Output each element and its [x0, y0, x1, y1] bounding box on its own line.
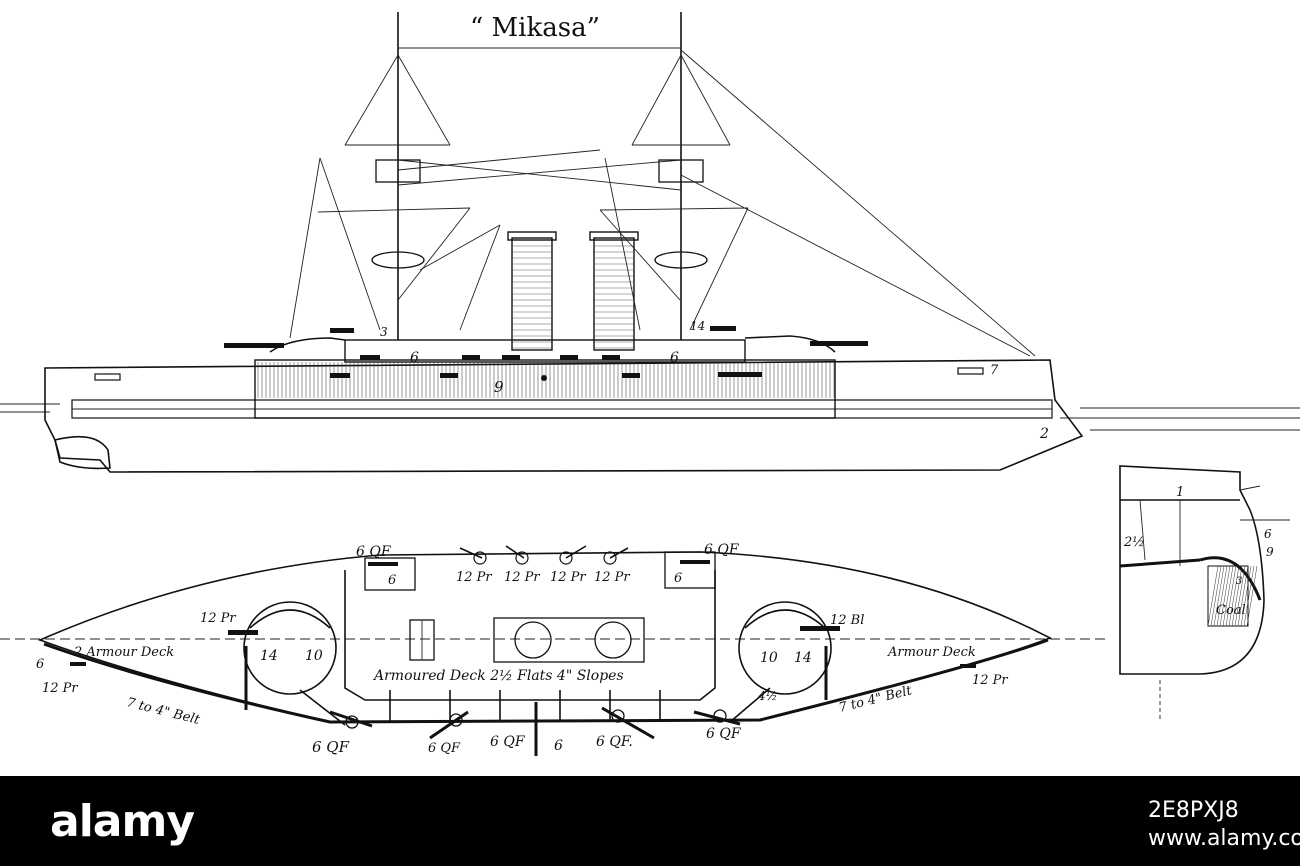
hatch-line: [1219, 565, 1231, 627]
label-armoured-deck: Armoured Deck 2½ Flats 4" Slopes: [372, 668, 624, 684]
elev-label-3: 3: [380, 325, 388, 339]
hatch-line: [1210, 565, 1222, 627]
aft-main-gun: [810, 341, 868, 346]
citadel-hatching: [257, 362, 835, 398]
label-4-half: 4½: [757, 689, 777, 703]
label-6qf-bottom-3: 6 QF: [490, 734, 526, 750]
section-outline: [1119, 465, 1265, 675]
plan-12pr-guns: [368, 545, 710, 566]
alamy-logo: alamy: [50, 796, 195, 847]
ship-plan-drawing: “ Mikasa”: [0, 12, 1300, 756]
forward-barbette: [269, 337, 346, 353]
label-armour-deck-right: Armour Deck: [887, 645, 976, 660]
elev-label-2: 2: [1039, 426, 1049, 442]
coal-bunker: [1207, 565, 1249, 627]
hatch-line: [1225, 565, 1237, 627]
hatch-line: [1231, 565, 1243, 627]
elev-label-6-fwd: 6: [410, 350, 419, 366]
label-12pr-a: 12 Pr: [456, 570, 492, 585]
plan-view: 6 QF 6 QF 6 6 12 Pr 12 Pr 12 Pr 12 Pr 12…: [0, 542, 1110, 756]
label-belt-left: 7 to 4" Belt: [125, 695, 202, 728]
label-6qf-bottom-1: 6 QF: [312, 738, 350, 756]
label-12pr-stern: 12 Pr: [972, 673, 1008, 688]
section-label-3: 3: [1236, 576, 1242, 587]
hatch-line: [1216, 565, 1228, 627]
hatch-line: [1228, 565, 1240, 627]
section-label-1: 1: [1176, 485, 1184, 500]
superstructure: [344, 339, 746, 363]
stock-footer-bar: alamy 2E8PXJ8 www.alamy.com: [0, 776, 1300, 866]
label-armour-deck-left: 2 Armour Deck: [73, 645, 174, 660]
label-12pr-b: 12 Pr: [504, 570, 540, 585]
section-label-9: 9: [1266, 545, 1274, 559]
aft-barbette-plan: [738, 601, 832, 695]
hatch-line: [1207, 565, 1219, 627]
ship-plan-svg: “ Mikasa”: [0, 12, 1300, 756]
label-12bl-right: 12 Bl: [830, 613, 864, 628]
section-label-coal: Coal: [1216, 603, 1246, 618]
label-6-bow: 6: [36, 657, 44, 672]
label-6-left: 6: [388, 573, 396, 588]
label-10-left: 10: [305, 648, 323, 664]
label-12pr-bow: 12 Pr: [42, 681, 78, 696]
forward-barbette-plan: [243, 601, 337, 695]
label-6qf-top-left: 6 QF: [356, 544, 392, 560]
citadel: [254, 359, 836, 419]
label-10-right: 10: [760, 650, 778, 666]
label-belt-right: 7 to 4" Belt: [837, 683, 914, 716]
label-6-right: 6: [674, 571, 682, 586]
image-id: 2E8PXJ8: [1148, 798, 1239, 823]
plan-bottom-guns: [70, 662, 976, 756]
label-12pr-left: 12 Pr: [200, 611, 236, 626]
plan-casemate: [344, 570, 716, 701]
hatch-line: [1243, 565, 1255, 627]
aft-barbette: [744, 335, 836, 353]
elev-label-6-aft: 6: [670, 350, 679, 366]
elev-label-7: 7: [990, 363, 999, 378]
hatch-line: [1237, 565, 1249, 627]
side-elevation: 3 6 9 6 14 7 2: [0, 12, 1300, 473]
stern-shape: [54, 435, 111, 470]
hatch-line: [1213, 565, 1225, 627]
label-6qf-bottom-5: 6 QF: [706, 726, 742, 742]
hull-outline: [44, 359, 1084, 473]
masts: [317, 12, 749, 340]
label-12pr-d: 12 Pr: [594, 570, 630, 585]
label-6qf-top-right: 6 QF: [704, 542, 740, 558]
label-14-left: 14: [260, 648, 278, 664]
drawing-title: “ Mikasa”: [470, 13, 600, 43]
secondary-guns: [94, 326, 984, 381]
forward-main-gun: [224, 343, 284, 348]
label-6qf-bottom-2: 6 QF: [428, 741, 461, 756]
funnels: [507, 231, 639, 351]
label-12pr-c: 12 Pr: [550, 570, 586, 585]
coal-hatching: [1207, 565, 1258, 627]
section-label-2half: 2½: [1123, 535, 1145, 550]
hatch-line: [1246, 565, 1258, 627]
rigging: [289, 49, 1036, 357]
elev-label-14: 14: [690, 319, 705, 333]
hatch-line: [1240, 565, 1252, 627]
site-url: www.alamy.com: [1148, 826, 1300, 851]
section-label-6: 6: [1264, 527, 1272, 541]
elev-label-9: 9: [494, 378, 504, 396]
hatch-line: [1222, 565, 1234, 627]
plan-belt-line: [43, 638, 1049, 724]
label-6qf-bottom-4: 6 QF.: [596, 734, 633, 750]
hatch-line: [1234, 565, 1246, 627]
midship-section: 1 2½ 6 9 Coal 3: [1119, 465, 1290, 720]
label-6-bottom: 6: [554, 738, 563, 754]
label-14-right: 14: [794, 650, 812, 666]
